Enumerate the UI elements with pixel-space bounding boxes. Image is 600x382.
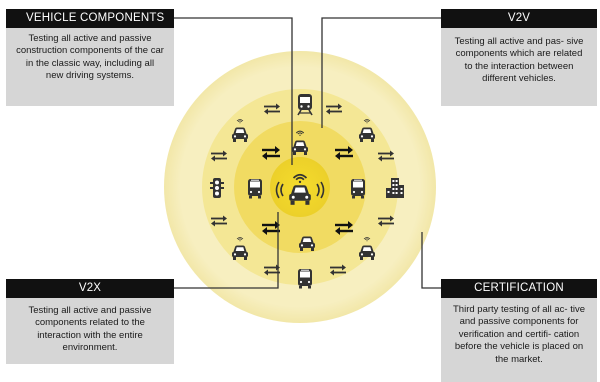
center-signal-right-icon xyxy=(316,181,325,199)
v2v-text: Testing all active and pas- sive compone… xyxy=(441,28,597,106)
v2v-title: V2V xyxy=(441,9,597,28)
certification-text: Third party testing of all ac- tive and … xyxy=(441,298,597,382)
connector-v2v xyxy=(321,17,441,128)
v2x-text: Testing all active and passive component… xyxy=(6,298,174,364)
vehicle-components-panel: VEHICLE COMPONENTS Testing all active an… xyxy=(6,9,174,106)
v2x-title: V2X xyxy=(6,279,174,298)
v2x-panel: V2X Testing all active and passive compo… xyxy=(6,279,174,364)
certification-title: CERTIFICATION xyxy=(441,279,597,298)
connector-vehicle-components xyxy=(174,17,293,165)
vehicle-components-title: VEHICLE COMPONENTS xyxy=(6,9,174,28)
inner-bus-icon-right xyxy=(351,179,365,199)
center-signal-left-icon xyxy=(275,181,284,199)
v2v-panel: V2V Testing all active and pas- sive com… xyxy=(441,9,597,106)
connector-certification xyxy=(421,232,441,289)
inner-bus-icon-left xyxy=(248,179,262,199)
v2x-diagram xyxy=(164,17,441,323)
certification-panel: CERTIFICATION Third party testing of all… xyxy=(441,279,597,382)
vehicle-components-text: Testing all active and passive construct… xyxy=(6,28,174,106)
outer-bus-icon xyxy=(298,269,312,289)
connector-v2x xyxy=(174,212,279,289)
